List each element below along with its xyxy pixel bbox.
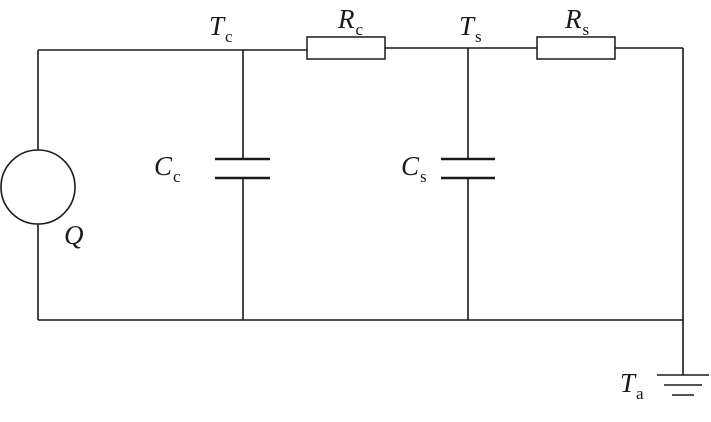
label-ta: Ta [620,368,644,403]
label-rs: Rs [564,4,589,39]
capacitor-cs [441,157,495,180]
heat-source-icon [0,149,76,225]
label-tc: Tc [209,11,233,46]
resistor-rs [536,36,616,60]
label-cs: Cs [401,151,427,186]
resistor-rc [306,36,386,60]
label-q: Q [64,220,84,250]
label-cc: Cc [154,151,181,186]
label-ts: Ts [459,11,482,46]
label-rc: Rc [337,4,364,39]
capacitor-cc [215,157,270,180]
ground-icon [657,374,709,396]
wires [37,47,684,375]
